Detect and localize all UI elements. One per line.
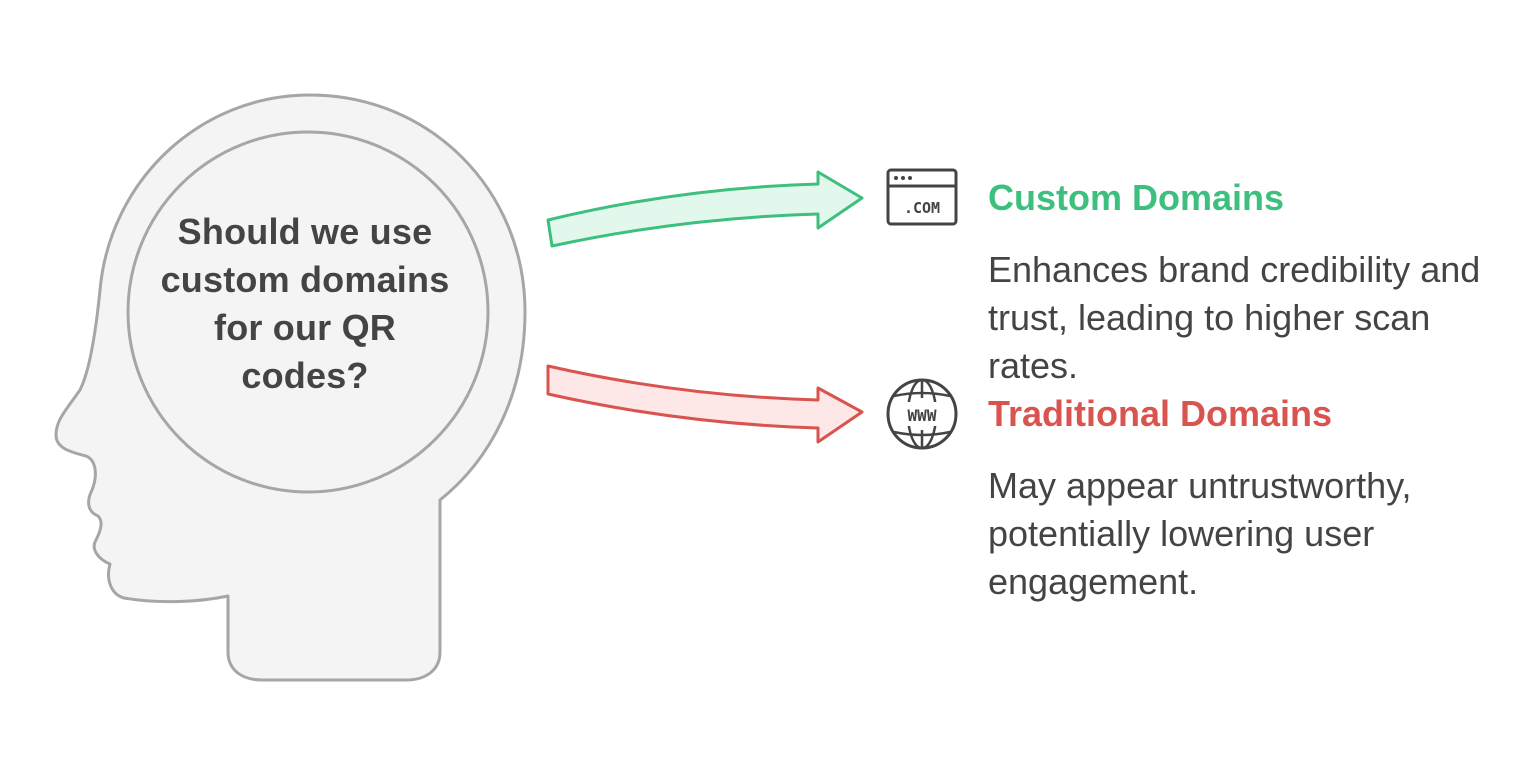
option-description-traditional-domains: May appear untrustworthy, potentially lo… — [988, 465, 1412, 602]
dot-com-icon-text: .COM — [904, 199, 940, 217]
option-title-traditional-domains: Traditional Domains — [988, 393, 1333, 434]
thought-circle — [126, 130, 490, 494]
option-description-custom-domains: Enhances brand credibility and trust, le… — [988, 249, 1481, 386]
arrow-custom-domains — [546, 170, 864, 248]
central-question: Should we use custom domains for our QR … — [160, 211, 450, 396]
arrow-traditional-domains — [546, 364, 864, 444]
www-icon-text: WWW — [908, 406, 937, 425]
option-title-custom-domains: Custom Domains — [988, 177, 1285, 218]
dot-com-browser-icon: .COM — [886, 168, 958, 226]
www-globe-icon: WWW — [886, 378, 958, 450]
